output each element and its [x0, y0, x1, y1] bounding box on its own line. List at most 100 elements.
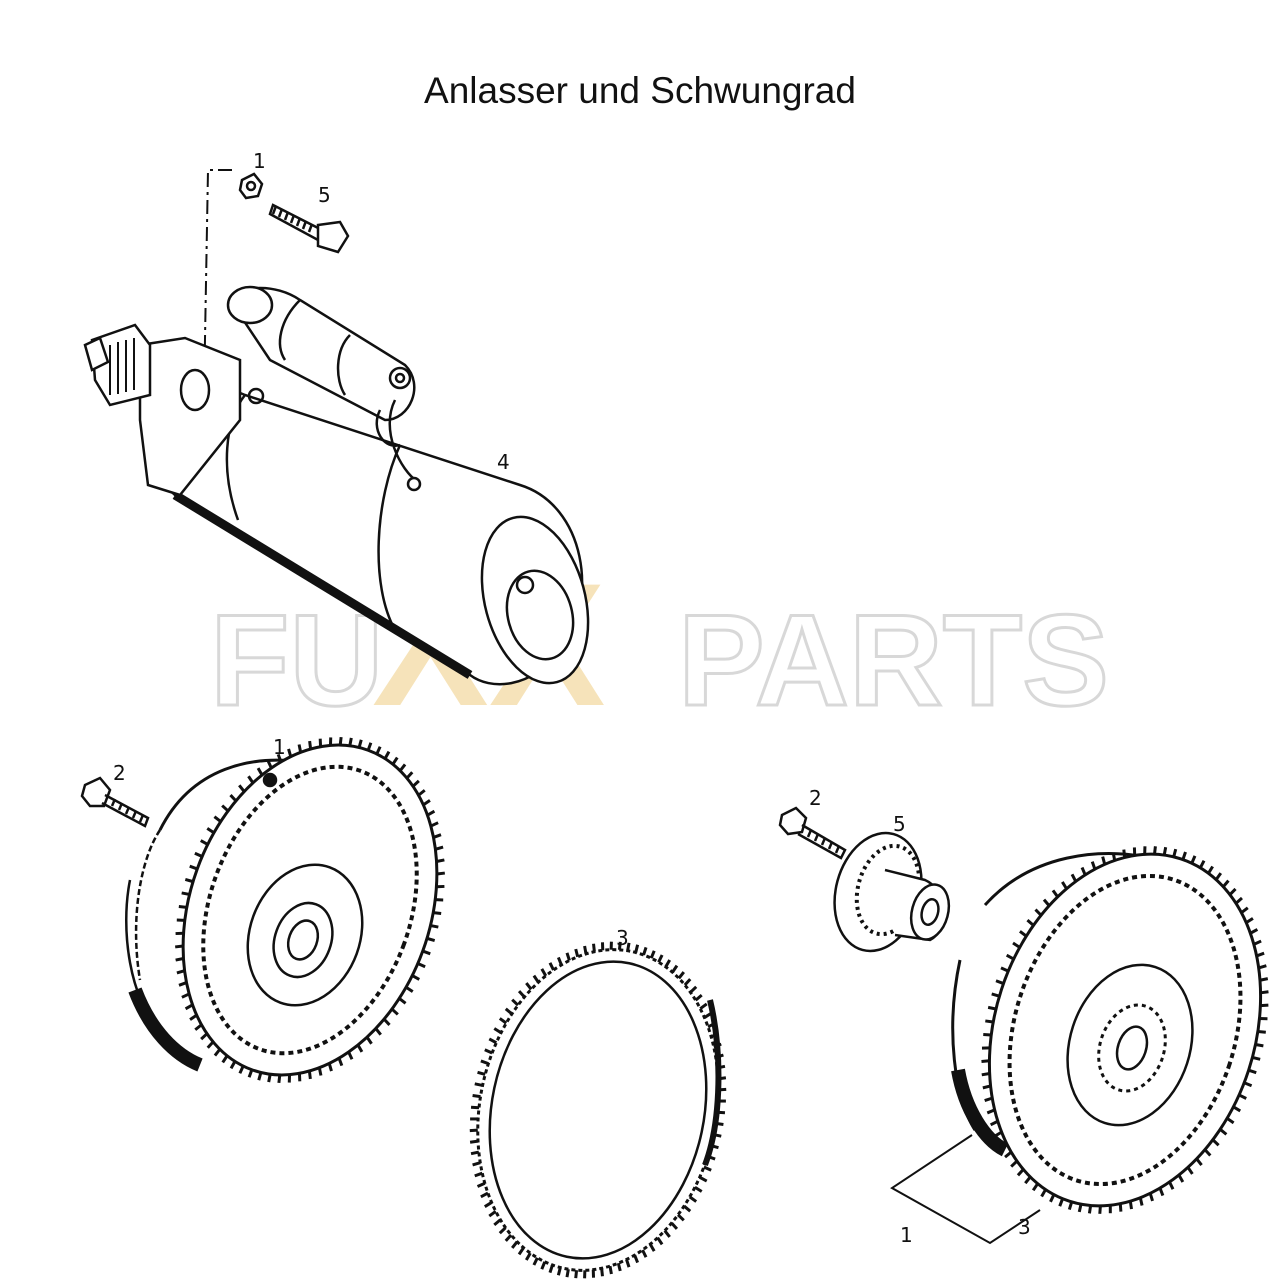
gear-tooth [1252, 1055, 1261, 1061]
gear-tooth [1005, 953, 1015, 961]
gear-tooth [1118, 1203, 1123, 1212]
watermark-suffix: PARTS [678, 587, 1109, 733]
gear-tooth [1207, 865, 1214, 875]
gear-tooth [1256, 951, 1265, 958]
gear-tooth [307, 1070, 312, 1080]
gear-tooth [382, 1018, 391, 1026]
gear-tooth [238, 1065, 245, 1074]
gear-tooth [574, 1269, 579, 1279]
gear-tooth [626, 942, 631, 952]
gear-tooth [1042, 898, 1051, 907]
callout-flywheel-b-bolt: 2 [809, 786, 822, 810]
gear-tooth [532, 1257, 539, 1266]
flywheel-a-bolt-part [80, 776, 150, 828]
gear-tooth [229, 794, 238, 802]
callout-hub: 5 [893, 812, 906, 836]
gear-tooth [616, 1262, 622, 1272]
gear-tooth [411, 779, 420, 788]
gear-tooth [716, 1110, 726, 1115]
gear-tooth [1195, 1157, 1203, 1167]
gear-tooth [432, 833, 442, 839]
gear-tooth [433, 911, 442, 916]
gear-tooth [206, 827, 215, 835]
gear-tooth [1259, 977, 1269, 982]
callout-flywheel-b-assembly: 1 [900, 1223, 913, 1247]
gear-tooth [625, 1259, 631, 1268]
gear-tooth [683, 978, 692, 987]
gear-tooth [642, 946, 648, 956]
gear-tooth [710, 1032, 720, 1039]
gear-tooth [1087, 1205, 1093, 1214]
gear-tooth [484, 1048, 493, 1055]
gear-tooth [1158, 1187, 1165, 1197]
gear-tooth [356, 1044, 364, 1053]
gear-tooth [1111, 852, 1117, 861]
gear-tooth [178, 904, 187, 909]
gear-tooth [365, 1036, 373, 1045]
gear-tooth [592, 943, 596, 952]
gear-tooth [493, 1218, 502, 1227]
flywheel-b-bolt-part [778, 806, 847, 860]
gear-tooth [504, 1233, 513, 1242]
gear-tooth [713, 1042, 722, 1049]
gear-tooth [633, 1254, 640, 1264]
callout-ring-gear: 3 [616, 926, 629, 950]
gear-tooth [436, 871, 445, 876]
gear-tooth [1228, 887, 1237, 896]
gear-tooth [565, 952, 571, 961]
gear-tooth [480, 1059, 489, 1066]
gear-tooth [229, 1060, 237, 1070]
gear-tooth [1004, 1150, 1013, 1159]
gear-tooth [540, 968, 548, 977]
gear-tooth [213, 815, 222, 823]
gear-tooth [608, 1265, 613, 1275]
gear-tooth [993, 1130, 1003, 1138]
gear-tooth [1198, 860, 1206, 869]
gear-tooth [256, 767, 264, 776]
gear-tooth [1138, 1197, 1144, 1206]
gear-tooth [469, 1139, 479, 1144]
gear-tooth [247, 1069, 254, 1078]
gear-tooth [984, 1096, 993, 1103]
gear-tooth [1122, 849, 1127, 858]
gear-tooth [474, 1171, 483, 1178]
gear-tooth [717, 1076, 727, 1081]
gear-tooth [347, 1051, 354, 1060]
gear-tooth [417, 962, 426, 969]
gear-tooth [981, 1059, 990, 1064]
gear-tooth [991, 992, 1000, 998]
gear-tooth [474, 1082, 483, 1087]
gear-tooth [1232, 1105, 1242, 1113]
gear-tooth [1211, 1138, 1220, 1147]
gear-tooth [189, 864, 198, 871]
gear-tooth [670, 1221, 679, 1230]
gear-tooth [1019, 930, 1028, 938]
gear-tooth [1070, 873, 1078, 883]
gear-tooth [995, 979, 1005, 985]
gear-tooth [715, 1121, 724, 1127]
flywheel-a-group [80, 743, 439, 1077]
gear-tooth [1098, 1205, 1102, 1214]
gear-tooth [998, 1141, 1007, 1149]
gear-tooth [663, 1229, 671, 1238]
gear-tooth [683, 1204, 692, 1213]
gear-tooth [688, 1195, 698, 1203]
gear-tooth [657, 954, 664, 963]
gear-tooth [221, 804, 230, 813]
gear-tooth [308, 740, 313, 750]
gear-tooth [517, 1246, 525, 1256]
alignment-line [203, 169, 232, 396]
gear-tooth [267, 1073, 272, 1083]
gear-tooth [556, 1267, 562, 1276]
gear-tooth [525, 982, 533, 991]
gear-tooth [1012, 941, 1021, 949]
gear-tooth [426, 936, 436, 942]
gear-tooth [715, 1053, 724, 1059]
gear-tooth [1026, 918, 1035, 927]
bolt-part [268, 203, 350, 254]
gear-tooth [337, 1057, 344, 1067]
gear-tooth [287, 748, 293, 758]
gear-tooth [525, 1252, 532, 1261]
gear-tooth [511, 1240, 519, 1249]
